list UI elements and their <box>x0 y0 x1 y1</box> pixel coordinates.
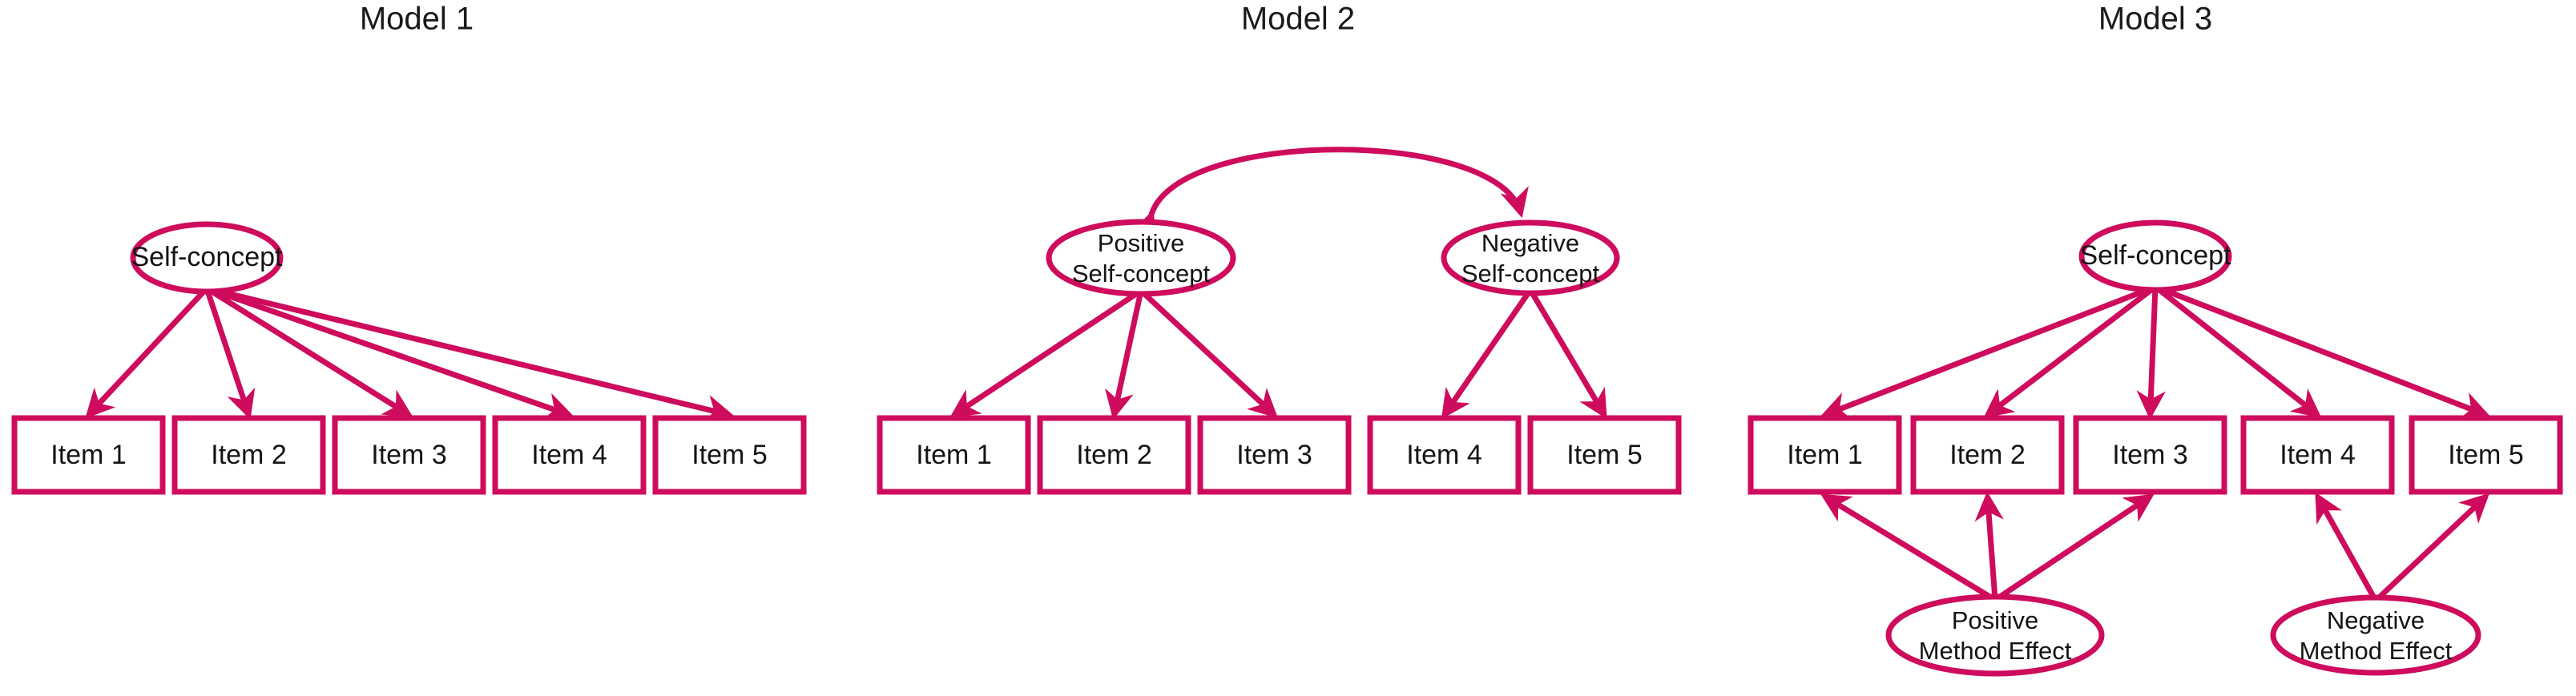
indicator-label: Item 2 <box>1076 440 1151 470</box>
latent-m2-positive[interactable]: Positive Self-concept <box>1046 219 1236 297</box>
indicator-label: Item 2 <box>211 440 286 470</box>
box-shape <box>1748 415 1902 495</box>
latent-label-line2: Method Effect <box>2300 637 2453 665</box>
method-loading-arrow-m3-positive-method-to-m3-item-3[interactable] <box>1993 493 2155 602</box>
panel-model-2: Model 2 Positive Self-concept Negative S… <box>877 2 1682 495</box>
latent-label-line1: Negative <box>2327 606 2425 634</box>
indicator-m1-item-1[interactable]: Item 1 <box>11 415 166 495</box>
indicator-label: Item 3 <box>371 440 446 470</box>
indicator-m3-item-1[interactable]: Item 1 <box>1748 415 1902 495</box>
loading-arrow-m2-negative-to-m2-item-4[interactable] <box>1441 288 1533 420</box>
edges-model-3 <box>1820 284 2491 420</box>
latent-label: Self-concept <box>131 242 284 272</box>
indicator-label: Item 2 <box>1949 440 2025 470</box>
loading-arrow-m3-self-concept-to-m3-item-4[interactable] <box>2153 284 2322 418</box>
latent-label: Self-concept <box>2080 240 2232 271</box>
indicator-label: Item 3 <box>2112 440 2187 470</box>
loading-arrow-m2-positive-to-m2-item-3[interactable] <box>1139 288 1279 419</box>
indicator-m3-item-4[interactable]: Item 4 <box>2240 415 2395 495</box>
indicator-label: Item 4 <box>1406 440 1482 470</box>
loading-arrow-m1-self-concept-to-m1-item-1[interactable] <box>85 286 209 419</box>
box-shape <box>1527 415 1682 495</box>
loading-arrow-m1-self-concept-to-m1-item-5[interactable] <box>206 285 735 424</box>
box-shape <box>11 415 166 495</box>
panel-title-model-2: Model 2 <box>1241 2 1355 37</box>
loading-arrow-m2-negative-to-m2-item-5[interactable] <box>1527 288 1607 420</box>
panel-title-model-1: Model 1 <box>360 2 474 37</box>
latent-label-line2: Method Effect <box>1919 637 2072 665</box>
panel-title-model-3: Model 3 <box>2098 2 2212 37</box>
latent-label-line1: Negative <box>1482 229 1579 257</box>
panel-model-3: Model 3 Self-concept Item 1 Item 2 Item … <box>1748 2 2563 677</box>
ellipse-shape <box>2078 219 2232 293</box>
indicator-m1-item-3[interactable]: Item 3 <box>332 415 486 495</box>
box-shape <box>1367 415 1522 495</box>
latent-m3-self-concept[interactable]: Self-concept <box>2078 219 2232 293</box>
method-edges-model-3 <box>1820 491 2490 603</box>
indicator-label: Item 4 <box>531 440 607 470</box>
loading-arrow-m2-positive-to-m2-item-2[interactable] <box>1105 290 1144 420</box>
indicator-m3-item-2[interactable]: Item 2 <box>1910 415 2065 495</box>
box-shape <box>492 415 647 495</box>
ellipse-shape <box>1046 219 1236 297</box>
indicator-label: Item 3 <box>1236 440 1312 470</box>
indicator-m2-item-3[interactable]: Item 3 <box>1197 415 1352 495</box>
indicator-label: Item 5 <box>2448 440 2523 470</box>
latent-m3-positive-method[interactable]: Positive Method Effect <box>1885 593 2105 677</box>
method-loading-arrow-m3-positive-method-to-m3-item-2[interactable] <box>1974 491 2004 601</box>
ellipse-shape <box>1441 219 1620 296</box>
box-shape <box>652 415 807 495</box>
indicator-label: Item 4 <box>2280 440 2355 470</box>
ellipse-shape <box>130 221 284 295</box>
box-shape <box>2240 415 2395 495</box>
indicator-label: Item 5 <box>1566 440 1642 470</box>
indicator-m2-item-4[interactable]: Item 4 <box>1367 415 1522 495</box>
ellipse-shape <box>1885 593 2105 677</box>
box-shape <box>1037 415 1191 495</box>
method-loading-arrow-m3-negative-method-to-m3-item-5[interactable] <box>2373 493 2490 603</box>
indicator-m1-item-5[interactable]: Item 5 <box>652 415 807 495</box>
latent-m2-negative[interactable]: Negative Self-concept <box>1441 219 1620 296</box>
loading-arrow-m1-self-concept-to-m1-item-3[interactable] <box>205 286 413 418</box>
latent-m1-self-concept[interactable]: Self-concept <box>130 221 284 295</box>
indicator-m1-item-4[interactable]: Item 4 <box>492 415 647 495</box>
indicator-label: Item 1 <box>50 440 126 470</box>
box-shape <box>2073 415 2227 495</box>
loading-arrow-m2-positive-to-m2-item-1[interactable] <box>949 288 1143 418</box>
latent-label-line1: Positive <box>1952 606 2039 634</box>
box-shape <box>332 415 486 495</box>
indicator-m3-item-5[interactable]: Item 5 <box>2409 415 2563 495</box>
indicator-m3-item-3[interactable]: Item 3 <box>2073 415 2227 495</box>
indicator-label: Item 1 <box>1787 440 1862 470</box>
loading-arrow-m1-self-concept-to-m1-item-2[interactable] <box>204 287 256 420</box>
latent-label-line1: Positive <box>1098 229 1185 257</box>
latent-label-line2: Self-concept <box>1461 259 1600 288</box>
edges-model-2 <box>949 288 1607 420</box>
latent-m3-negative-method[interactable]: Negative Method Effect <box>2270 594 2481 676</box>
factor-correlation-arrow[interactable] <box>1130 147 1529 243</box>
box-shape <box>1197 415 1352 495</box>
panel-model-1: Model 1 Self-concept Item 1 Item 2 Item … <box>11 2 807 495</box>
loading-arrow-m3-self-concept-to-m3-item-3[interactable] <box>2136 286 2166 420</box>
indicator-label: Item 5 <box>691 440 767 470</box>
box-shape <box>1910 415 2065 495</box>
method-loading-arrow-m3-positive-method-to-m3-item-1[interactable] <box>1820 493 1997 602</box>
box-shape <box>2409 415 2563 495</box>
indicator-m1-item-2[interactable]: Item 2 <box>171 415 326 495</box>
indicator-m2-item-5[interactable]: Item 5 <box>1527 415 1682 495</box>
latent-label-line2: Self-concept <box>1072 259 1211 288</box>
indicator-m2-item-1[interactable]: Item 1 <box>877 415 1031 495</box>
edges-model-1 <box>85 285 735 424</box>
box-shape <box>877 415 1031 495</box>
loading-arrow-m3-self-concept-to-m3-item-5[interactable] <box>2154 284 2491 420</box>
loading-arrow-m3-self-concept-to-m3-item-1[interactable] <box>1820 284 2157 420</box>
ellipse-shape <box>2270 594 2481 676</box>
loading-arrow-m1-self-concept-to-m1-item-4[interactable] <box>205 285 574 421</box>
loading-arrow-m3-self-concept-to-m3-item-2[interactable] <box>1983 284 2158 418</box>
indicator-label: Item 1 <box>916 440 991 470</box>
box-shape <box>171 415 326 495</box>
method-loading-arrow-m3-negative-method-to-m3-item-4[interactable] <box>2315 492 2379 602</box>
indicator-m2-item-2[interactable]: Item 2 <box>1037 415 1191 495</box>
